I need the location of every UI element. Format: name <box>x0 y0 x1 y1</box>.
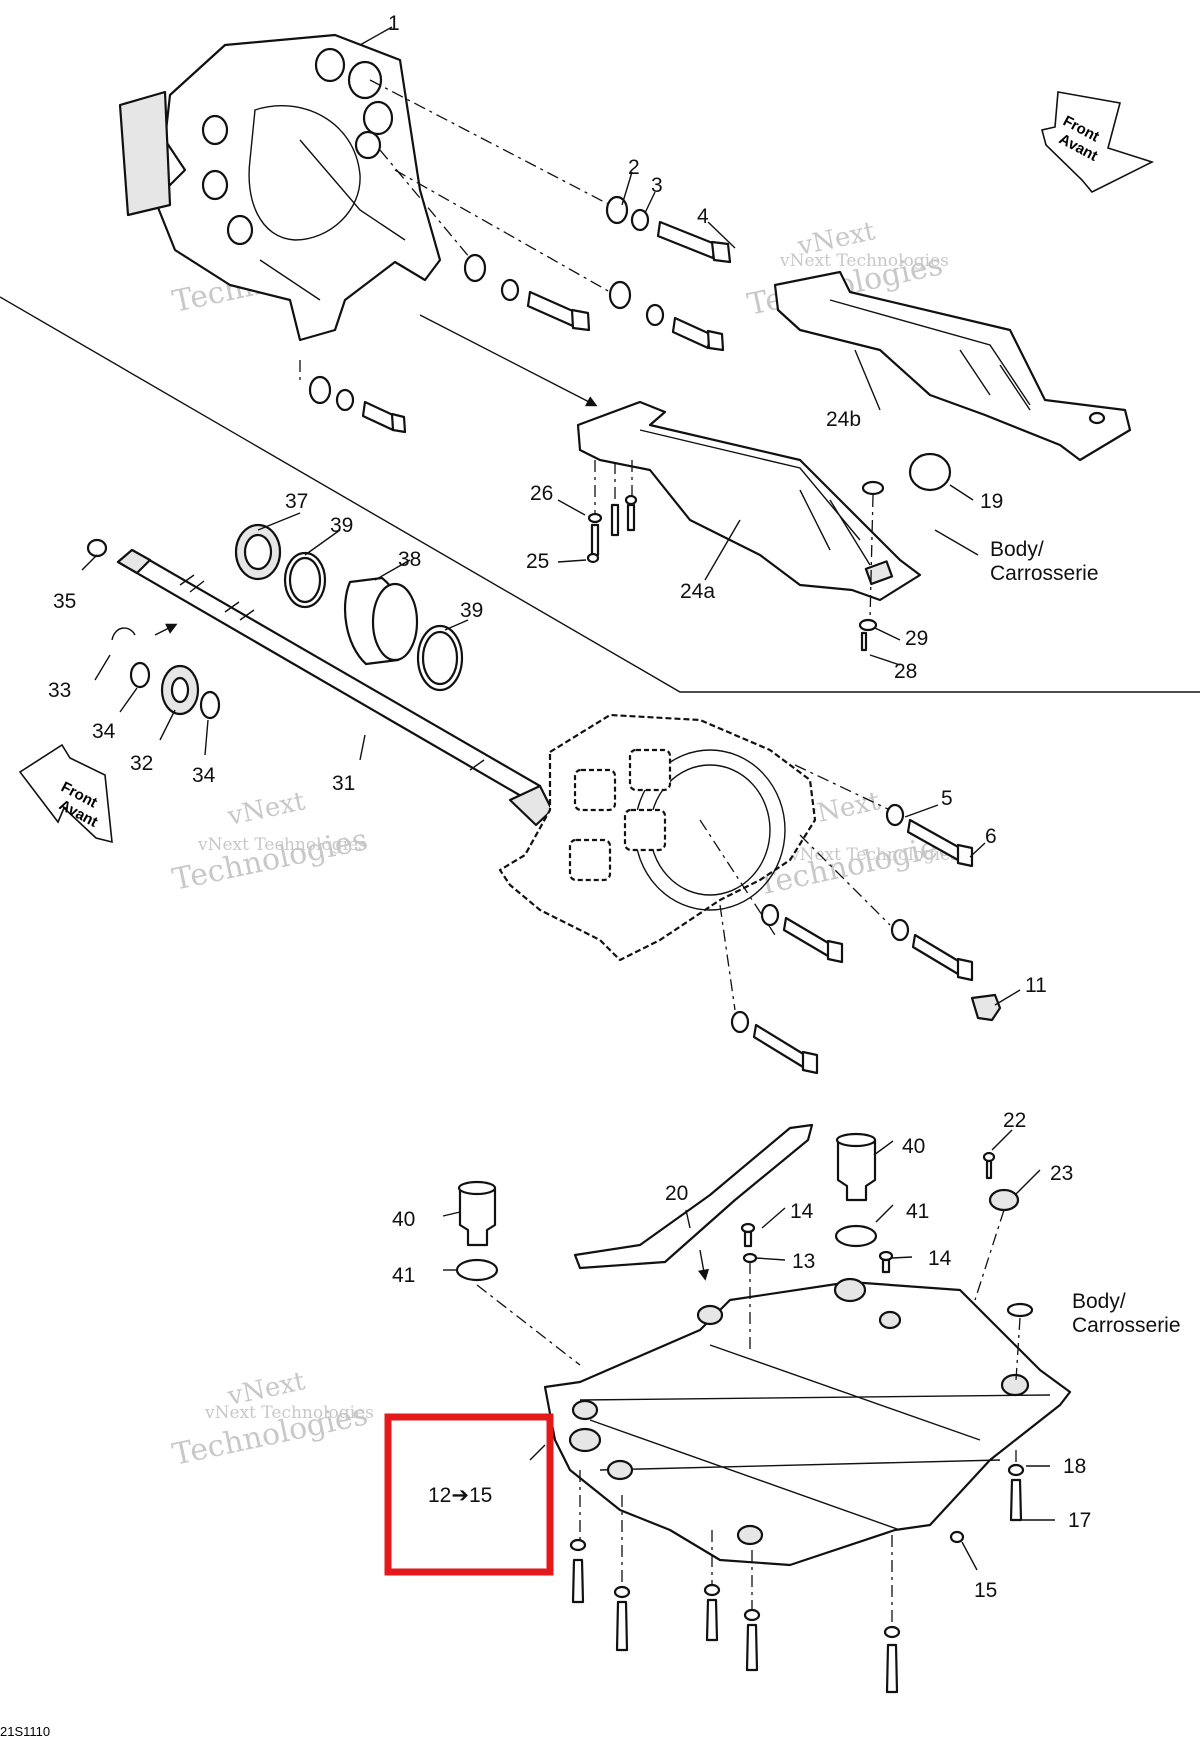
svg-text:vNext Technologies: vNext Technologies <box>779 251 949 271</box>
figure-code: 21S1110 <box>0 1724 50 1739</box>
svg-text:vNext Technologies: vNext Technologies <box>197 835 367 855</box>
label-26: 26 <box>530 482 553 505</box>
body-note-lower: Body/ Carrosserie <box>1072 1290 1181 1337</box>
bracket-24a <box>576 400 922 602</box>
pump-housing <box>498 713 817 962</box>
svg-text:Carrosserie: Carrosserie <box>990 562 1099 585</box>
label-34b: 34 <box>192 764 216 787</box>
svg-text:Body/: Body/ <box>1072 1290 1126 1313</box>
label-13: 13 <box>792 1250 815 1273</box>
svg-text:vNext Technologies: vNext Technologies <box>789 845 959 865</box>
plate-upper-fasteners <box>740 1151 1034 1544</box>
pump-fasteners <box>699 764 1002 1075</box>
label-3: 3 <box>651 174 663 197</box>
svg-text:vNext: vNext <box>224 786 308 832</box>
label-39b: 39 <box>460 599 483 622</box>
svg-text:vNext Technologies: vNext Technologies <box>204 1403 374 1423</box>
plate-bottom-bolts <box>569 1450 1025 1694</box>
jet-pump-support-housing <box>118 33 442 342</box>
part-labels: 1 2 3 4 24b 19 26 25 24a 29 28 37 39 38 … <box>48 12 1091 1602</box>
label-29: 29 <box>905 627 928 650</box>
label-17: 17 <box>1068 1509 1091 1532</box>
label-11: 11 <box>1025 974 1047 997</box>
label-22: 22 <box>1003 1109 1026 1132</box>
front-arrow-mid: Front Avant <box>18 743 113 844</box>
label-31: 31 <box>332 772 355 795</box>
label-37: 37 <box>285 490 308 513</box>
label-2: 2 <box>628 156 640 179</box>
strip-part-20 <box>573 1123 814 1281</box>
watermark-bottom-left: vNext vNext Technologies Technologies <box>169 1366 373 1473</box>
label-15: 15 <box>974 1579 997 1602</box>
bracket-fasteners <box>586 452 952 652</box>
label-38: 38 <box>398 548 421 571</box>
label-28: 28 <box>894 660 917 683</box>
fitting-right <box>834 1132 878 1248</box>
label-14a: 14 <box>790 1200 814 1223</box>
label-range-12-15: 12➔15 <box>428 1484 492 1507</box>
label-24b: 24b <box>826 408 861 431</box>
highlight-box-12-15: 12➔15 <box>384 1413 554 1576</box>
fitting-left <box>455 1180 581 1366</box>
label-6: 6 <box>985 825 997 848</box>
label-23: 23 <box>1050 1162 1073 1185</box>
label-19: 19 <box>980 490 1003 513</box>
label-35: 35 <box>53 590 76 613</box>
front-arrow-top: Front Avant <box>1041 91 1155 193</box>
label-20: 20 <box>665 1182 688 1205</box>
ride-plate <box>543 1277 1072 1567</box>
label-25: 25 <box>526 550 549 573</box>
label-41b: 41 <box>906 1200 929 1223</box>
label-33: 33 <box>48 679 71 702</box>
svg-text:Carrosserie: Carrosserie <box>1072 1314 1181 1337</box>
driveshaft-assembly <box>86 523 554 827</box>
label-18: 18 <box>1063 1455 1086 1478</box>
label-39a: 39 <box>330 514 353 537</box>
label-14b: 14 <box>928 1247 952 1270</box>
bracket-24b <box>773 270 1132 462</box>
label-34a: 34 <box>92 720 116 743</box>
svg-text:Body/: Body/ <box>990 538 1044 561</box>
label-4: 4 <box>697 205 709 228</box>
label-32: 32 <box>130 752 153 775</box>
label-40b: 40 <box>902 1135 925 1158</box>
label-1: 1 <box>388 12 400 35</box>
watermark-mid-left: vNext vNext Technologies Technologies <box>169 786 370 898</box>
label-5: 5 <box>941 787 953 810</box>
svg-text:Technologies: Technologies <box>169 822 370 898</box>
section-divider-line <box>0 296 1200 693</box>
label-40a: 40 <box>392 1208 415 1231</box>
label-41a: 41 <box>392 1264 415 1287</box>
body-note-upper: Body/ Carrosserie <box>990 538 1099 585</box>
leader-lines <box>81 26 1055 1571</box>
label-24a: 24a <box>680 580 715 603</box>
